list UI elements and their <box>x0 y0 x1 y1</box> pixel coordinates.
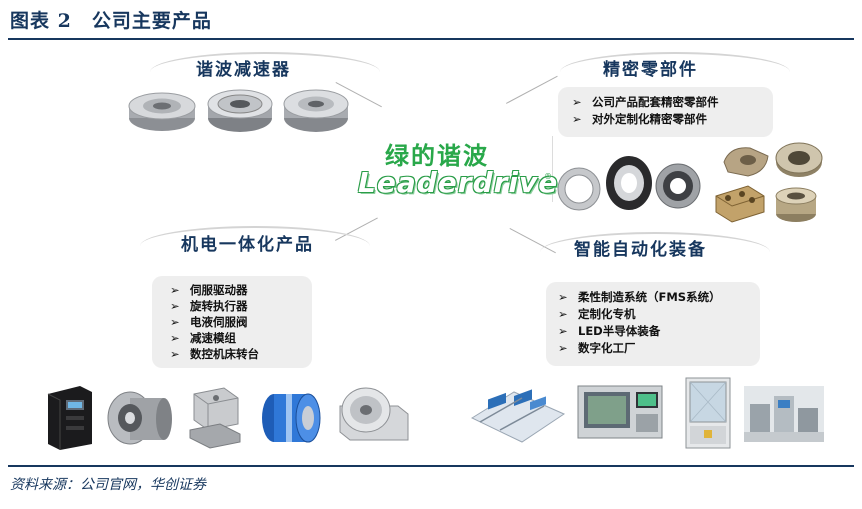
arrow-bullet-icon: ➢ <box>572 111 582 126</box>
harmonic-reducer-image-1 <box>128 92 196 131</box>
list-item: ➢柔性制造系统（FMS系统） <box>558 290 721 304</box>
rotary-actuator-image <box>107 391 172 445</box>
servo-driver-image <box>47 386 92 450</box>
reducer-module-image <box>262 393 321 443</box>
precision-ring-image-2 <box>606 156 652 210</box>
list-item: ➢公司产品配套精密零部件 <box>572 95 719 109</box>
figure-title: 图表 2 公司主要产品 <box>10 10 212 32</box>
connector-top-right <box>506 75 558 104</box>
arrow-bullet-icon: ➢ <box>558 290 568 304</box>
arrow-bullet-icon: ➢ <box>170 347 180 361</box>
bottom-divider <box>8 465 854 467</box>
list-item: ➢数控机床转台 <box>170 347 259 361</box>
arrow-bullet-icon: ➢ <box>170 283 180 297</box>
list-item: ➢电液伺服阀 <box>170 315 248 329</box>
precision-ring-image-1 <box>557 167 601 211</box>
section-label-mechatronics: 机电一体化产品 <box>181 235 314 255</box>
precision-part-image-5 <box>775 142 823 177</box>
precision-part-image-4 <box>723 147 769 177</box>
precision-features-box: ➢公司产品配套精密零部件 ➢对外定制化精密零部件 <box>558 87 773 137</box>
section-label-precision: 精密零部件 <box>603 60 698 80</box>
company-logo: 绿的谐波 Leaderdrive ® <box>355 136 557 202</box>
arc-mechatronics <box>140 226 370 266</box>
digital-factory-image <box>744 386 824 442</box>
list-item: ➢减速模组 <box>170 331 236 345</box>
section-label-harmonic: 谐波减速器 <box>196 60 291 80</box>
list-item: ➢对外定制化精密零部件 <box>572 111 707 126</box>
logo-chinese-name: 绿的谐波 <box>385 142 489 170</box>
mechatronics-features-box: ➢伺服驱动器 ➢旋转执行器 ➢电液伺服阀 ➢减速模组 ➢数控机床转台 <box>152 276 312 368</box>
source-note: 资料来源：公司官网，华创证券 <box>10 477 206 493</box>
arrow-bullet-icon: ➢ <box>170 299 180 313</box>
list-item: ➢旋转执行器 <box>170 299 248 313</box>
logo-english-name: Leaderdrive <box>358 166 559 199</box>
precision-ring-image-3 <box>655 163 701 209</box>
top-divider <box>8 38 854 40</box>
servo-valve-image <box>189 387 241 449</box>
precision-part-image-6 <box>715 185 765 223</box>
list-item: ➢定制化专机 <box>558 307 636 321</box>
registered-mark-icon: ® <box>544 172 552 181</box>
custom-machine-image <box>577 385 663 439</box>
arc-automation <box>540 232 770 272</box>
arrow-bullet-icon: ➢ <box>170 331 180 345</box>
arc-precision <box>560 52 790 92</box>
automation-features-box: ➢柔性制造系统（FMS系统） ➢定制化专机 ➢LED半导体装备 ➢数字化工厂 <box>546 282 760 366</box>
section-label-automation: 智能自动化装备 <box>574 240 707 260</box>
arrow-bullet-icon: ➢ <box>558 341 568 355</box>
arrow-bullet-icon: ➢ <box>558 307 568 321</box>
list-item: ➢LED半导体装备 <box>558 324 661 338</box>
fms-line-image <box>470 389 566 443</box>
list-item: ➢数字化工厂 <box>558 341 636 355</box>
list-item: ➢伺服驱动器 <box>170 283 248 297</box>
harmonic-reducer-image-3 <box>283 89 349 132</box>
arrow-bullet-icon: ➢ <box>572 95 582 109</box>
arrow-bullet-icon: ➢ <box>558 324 568 338</box>
precision-part-image-7 <box>775 187 817 222</box>
arc-harmonic <box>150 52 380 92</box>
harmonic-reducer-image-2 <box>207 89 273 132</box>
led-equipment-image <box>685 377 731 449</box>
arrow-bullet-icon: ➢ <box>170 315 180 329</box>
cnc-rotary-table-image <box>339 387 409 441</box>
